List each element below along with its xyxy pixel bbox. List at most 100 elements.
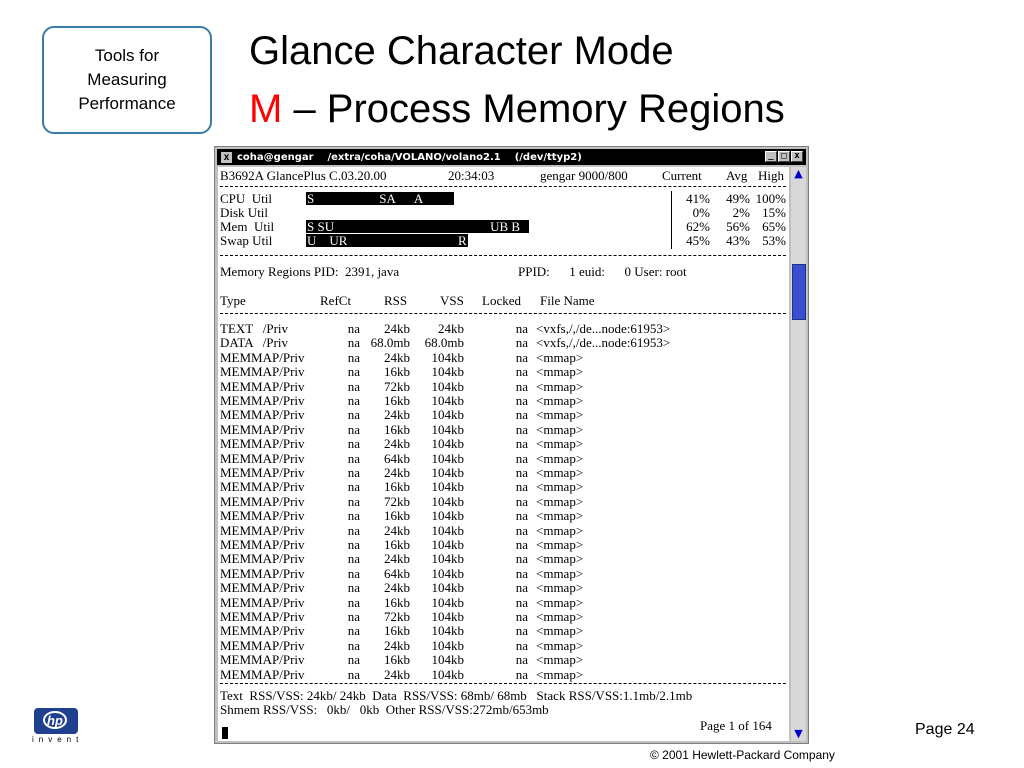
cell-refct: na [347, 321, 360, 336]
cell-vss: 104kb [431, 551, 465, 566]
util-high: 100% [755, 191, 786, 206]
cell-rss: 16kb [384, 508, 410, 523]
scroll-down-icon[interactable]: ▼ [794, 727, 803, 740]
cell-type: MEMMAP/Priv [220, 465, 305, 480]
cell-vss: 104kb [431, 609, 465, 624]
col-file-name: File Name [540, 293, 595, 308]
cell-file-name: <mmap> [536, 537, 584, 552]
cell-refct: na [347, 436, 360, 451]
scroll-thumb[interactable] [792, 264, 806, 320]
x-terminal-icon[interactable]: x [221, 151, 232, 163]
cell-rss: 24kb [384, 436, 410, 451]
col-vss: VSS [440, 293, 464, 308]
divider [220, 255, 786, 256]
hp-logo: hp invent [30, 708, 82, 744]
cell-file-name: <vxfs,/,/de...node:61953> [536, 321, 671, 336]
cell-vss: 104kb [431, 393, 465, 408]
cell-type: TEXT /Priv [220, 321, 289, 336]
cell-refct: na [347, 551, 360, 566]
minimize-button[interactable]: _ [765, 151, 777, 162]
slide-subtitle: M – Process Memory Regions [249, 86, 785, 132]
util-label: Mem Util [220, 219, 275, 234]
cell-locked: na [515, 436, 528, 451]
cell-rss: 24kb [384, 407, 410, 422]
cell-rss: 24kb [384, 465, 410, 480]
cell-type: MEMMAP/Priv [220, 623, 305, 638]
window-titlebar[interactable]: x coha@gengar /extra/coha/VOLANO/volano2… [217, 149, 806, 165]
cell-refct: na [347, 350, 360, 365]
cell-type: MEMMAP/Priv [220, 609, 305, 624]
window-title: coha@gengar /extra/coha/VOLANO/volano2.1… [237, 151, 582, 163]
col-rss: RSS [384, 293, 408, 308]
cell-type: MEMMAP/Priv [220, 508, 305, 523]
cell-refct: na [347, 379, 360, 394]
cell-locked: na [515, 551, 528, 566]
cell-file-name: <mmap> [536, 667, 584, 682]
cell-vss: 104kb [431, 494, 465, 509]
terminal-cursor [222, 727, 228, 739]
table-header: Type RefCt RSS VSS Locked File Name [220, 294, 786, 308]
cell-refct: na [347, 508, 360, 523]
util-current: 62% [686, 219, 710, 234]
cell-file-name: <mmap> [536, 350, 584, 365]
cell-rss: 72kb [384, 609, 410, 624]
cell-refct: na [347, 580, 360, 595]
cell-file-name: <mmap> [536, 465, 584, 480]
window-controls: _ □ x [765, 151, 803, 162]
cell-type: MEMMAP/Priv [220, 350, 305, 365]
cell-type: MEMMAP/Priv [220, 379, 305, 394]
cell-vss: 104kb [431, 436, 465, 451]
header-time: 20:34:03 [448, 168, 495, 183]
util-label: Disk Util [220, 205, 269, 220]
close-button[interactable]: x [791, 151, 803, 162]
glance-header: B3692A GlancePlus C.03.20.00 20:34:03 ge… [220, 169, 786, 183]
cell-vss: 104kb [431, 652, 465, 667]
col-locked: Locked [482, 293, 521, 308]
cell-refct: na [347, 407, 360, 422]
cell-type: MEMMAP/Priv [220, 364, 305, 379]
cell-type: MEMMAP/Priv [220, 595, 305, 610]
util-avg: 56% [726, 219, 750, 234]
scroll-up-icon[interactable]: ▲ [794, 167, 803, 180]
cell-vss: 104kb [431, 667, 465, 682]
cell-file-name: <mmap> [536, 508, 584, 523]
cell-type: MEMMAP/Priv [220, 494, 305, 509]
cell-type: DATA /Priv [220, 335, 288, 350]
terminal-screen[interactable]: B3692A GlancePlus C.03.20.00 20:34:03 ge… [218, 167, 789, 741]
vertical-scrollbar[interactable]: ▲ ▼ [791, 167, 806, 741]
divider [220, 313, 786, 314]
cell-type: MEMMAP/Priv [220, 551, 305, 566]
cell-file-name: <mmap> [536, 364, 584, 379]
cell-file-name: <mmap> [536, 436, 584, 451]
cell-file-name: <mmap> [536, 407, 584, 422]
cell-locked: na [515, 580, 528, 595]
cell-type: MEMMAP/Priv [220, 393, 305, 408]
util-current: 41% [686, 191, 710, 206]
cell-type: MEMMAP/Priv [220, 652, 305, 667]
cell-rss: 24kb [384, 667, 410, 682]
cell-type: MEMMAP/Priv [220, 537, 305, 552]
cell-refct: na [347, 479, 360, 494]
cell-locked: na [515, 494, 528, 509]
util-avg: 43% [726, 233, 750, 248]
header-host: gengar 9000/800 [540, 168, 628, 183]
maximize-button[interactable]: □ [778, 151, 790, 162]
cell-file-name: <mmap> [536, 379, 584, 394]
cell-rss: 16kb [384, 595, 410, 610]
hp-logo-mark: hp [34, 708, 78, 734]
cell-locked: na [515, 465, 528, 480]
